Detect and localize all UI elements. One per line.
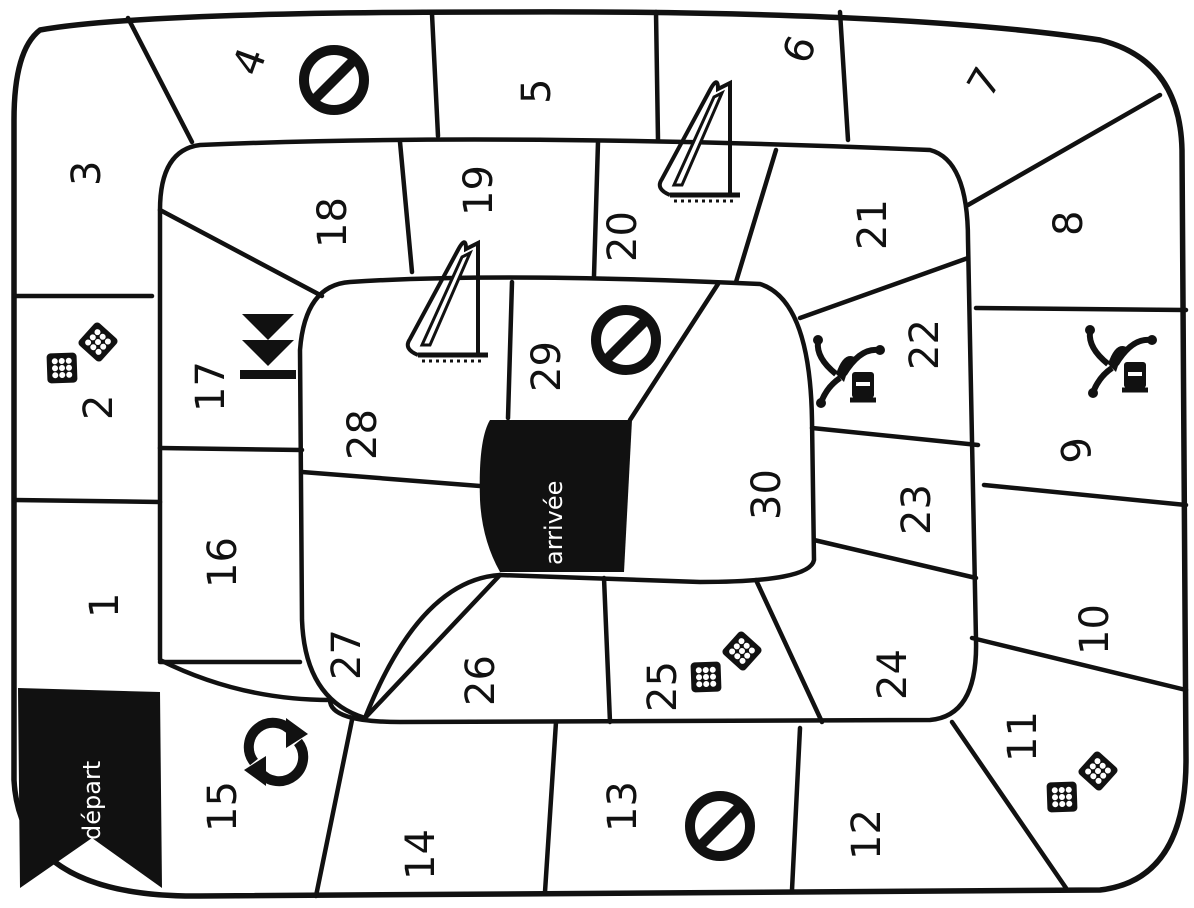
cell-20: 20 [600,211,646,262]
cell-1: 1 [82,593,128,618]
cell-15: 15 [200,781,246,832]
cell-18: 18 [310,197,356,248]
cell-17: 17 [188,361,234,412]
cell-8: 8 [1046,211,1092,236]
cell-27: 27 [324,629,370,680]
cell-21: 21 [850,199,896,250]
cell-23: 23 [894,484,940,535]
cell-12: 12 [844,809,890,860]
cell-2: 2 [76,395,122,420]
cell-24: 24 [870,649,916,700]
start-label: départ [78,761,106,840]
cell-28: 28 [340,409,386,460]
cell-29: 29 [524,341,570,392]
cell-16: 16 [200,537,246,588]
cell-22: 22 [902,319,948,370]
cell-25: 25 [640,661,686,712]
cell-26: 26 [458,655,504,706]
finish-label: arrivée [540,481,568,565]
cell-3: 3 [64,161,110,186]
cell-10: 10 [1072,604,1118,655]
cell-19: 19 [456,165,502,216]
cell-5: 5 [514,79,560,104]
cell-13: 13 [600,781,646,832]
cell-30: 30 [744,469,790,520]
cell-11: 11 [1000,711,1046,762]
cell-14: 14 [398,829,444,880]
finish-block: arrivée [480,420,632,572]
